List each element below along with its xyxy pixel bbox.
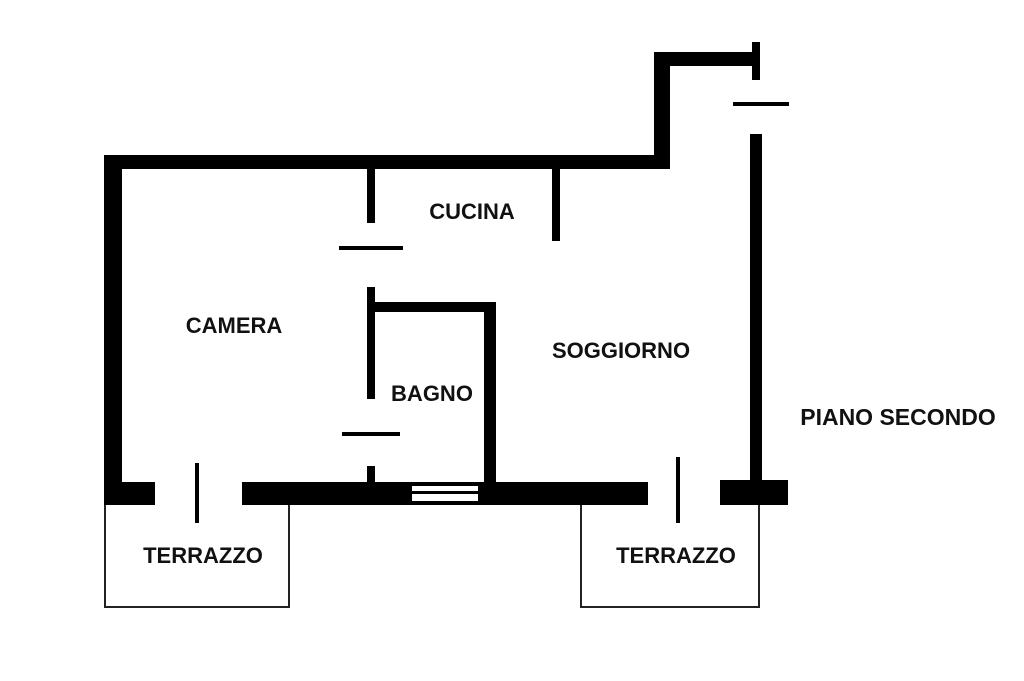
- camera-door-line: [339, 246, 403, 250]
- floor-label: PIANO SECONDO: [800, 404, 996, 430]
- room-label-terrazzo-left: TERRAZZO: [143, 543, 263, 568]
- camera-bagno-partition: [367, 287, 375, 399]
- bottom-wall-segment-4: [720, 480, 788, 505]
- bottom-walls: [104, 480, 788, 505]
- terrace-right-outline: [580, 505, 760, 608]
- bathroom-window: [412, 482, 478, 505]
- bagno-top-wall: [367, 302, 496, 312]
- bagno-door-line: [342, 432, 400, 436]
- right-terrace-door-line: [676, 457, 680, 523]
- room-label-cucina: CUCINA: [429, 199, 515, 224]
- terrace-left-outline: [104, 505, 290, 608]
- left-terrace-door-line: [195, 463, 199, 523]
- exterior-walls: [104, 42, 762, 505]
- kitchen-right-partition: [552, 169, 560, 241]
- terraces: [104, 505, 760, 608]
- kitchen-left-partition: [367, 169, 375, 223]
- right-wall: [750, 134, 762, 486]
- door-lines: [195, 246, 680, 523]
- interior-walls: [367, 169, 560, 484]
- room-label-camera: CAMERA: [186, 313, 283, 338]
- stair-wall-top: [654, 52, 756, 66]
- bagno-right-wall: [484, 302, 496, 484]
- bottom-wall-segment-1: [104, 482, 155, 505]
- bottom-wall-segment-2: [242, 482, 412, 505]
- bottom-wall-segment-3: [478, 482, 648, 505]
- stair-door-jamb: [752, 42, 760, 80]
- room-label-terrazzo-right: TERRAZZO: [616, 543, 736, 568]
- room-label-bagno: BAGNO: [391, 381, 473, 406]
- camera-bagno-partition-stub: [367, 466, 375, 484]
- entrance-door-line: [733, 102, 789, 106]
- left-wall: [104, 155, 122, 505]
- top-wall: [104, 155, 670, 169]
- stair-wall-vertical: [654, 52, 670, 169]
- room-label-soggiorno: SOGGIORNO: [552, 338, 690, 363]
